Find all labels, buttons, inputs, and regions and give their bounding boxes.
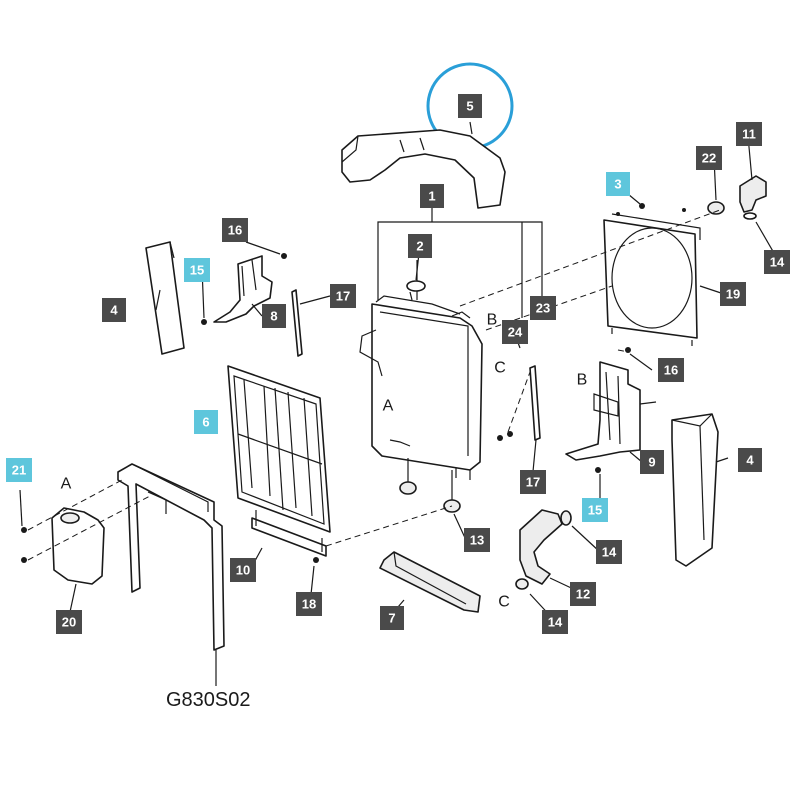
- callout-12: 12: [570, 582, 596, 606]
- svg-text:8: 8: [270, 309, 277, 324]
- marker-c-hose: C: [498, 594, 510, 611]
- callout-18: 18: [296, 592, 322, 616]
- callout-21: 21: [6, 458, 32, 482]
- callout-15-right: 15: [582, 498, 608, 522]
- callout-17-left: 17: [330, 284, 356, 308]
- part-fan-shroud: [603, 213, 701, 346]
- part-lower-seal: [379, 551, 481, 613]
- part-side-seal-right: [671, 413, 719, 567]
- svg-text:22: 22: [702, 151, 716, 166]
- marker-b-bracket: B: [577, 372, 588, 389]
- part-bracket-left: [213, 255, 273, 323]
- svg-text:15: 15: [190, 263, 204, 278]
- svg-text:12: 12: [576, 587, 590, 602]
- marker-a-radiator: A: [383, 398, 394, 415]
- svg-text:9: 9: [648, 455, 655, 470]
- callout-23: 23: [530, 296, 556, 320]
- svg-text:18: 18: [302, 597, 316, 612]
- svg-text:4: 4: [110, 303, 118, 318]
- callout-22: 22: [696, 146, 722, 170]
- callout-14-mid: 14: [596, 540, 622, 564]
- svg-text:1: 1: [428, 189, 435, 204]
- callout-13: 13: [464, 528, 490, 552]
- callout-4-left: 4: [102, 298, 126, 322]
- leader-lines-radiator: [377, 205, 543, 318]
- part-drain-caps: [399, 458, 461, 513]
- svg-text:23: 23: [536, 301, 550, 316]
- svg-text:24: 24: [508, 325, 523, 340]
- callout-20: 20: [56, 610, 82, 634]
- svg-text:20: 20: [62, 615, 76, 630]
- svg-text:14: 14: [548, 615, 563, 630]
- marker-a-reservoir: A: [61, 476, 72, 493]
- svg-text:5: 5: [466, 99, 473, 114]
- callout-1: 1: [420, 184, 444, 208]
- svg-text:11: 11: [742, 127, 756, 142]
- callout-16-right: 16: [658, 358, 684, 382]
- part-radiator: [359, 280, 483, 480]
- svg-text:13: 13: [470, 533, 484, 548]
- callout-16-left: 16: [222, 218, 248, 242]
- part-strip-right: [529, 365, 541, 441]
- svg-text:17: 17: [336, 289, 350, 304]
- callout-11: 11: [736, 122, 762, 146]
- part-reservoir-frame: [117, 463, 225, 651]
- marker-c-radiator: C: [494, 360, 506, 377]
- svg-text:16: 16: [664, 363, 678, 378]
- part-reservoir: [51, 507, 105, 585]
- part-lower-hose: [515, 509, 572, 590]
- callout-9: 9: [640, 450, 664, 474]
- callout-7: 7: [380, 606, 404, 630]
- svg-text:15: 15: [588, 503, 602, 518]
- svg-text:14: 14: [602, 545, 617, 560]
- part-bracket-right: [565, 361, 657, 461]
- callout-17-right: 17: [520, 470, 546, 494]
- callout-3: 3: [606, 172, 630, 196]
- callout-19: 19: [720, 282, 746, 306]
- callout-10: 10: [230, 558, 256, 582]
- callout-6: 6: [194, 410, 218, 434]
- marker-b-radiator: B: [487, 312, 498, 329]
- callout-4-right: 4: [738, 448, 762, 472]
- svg-text:10: 10: [236, 563, 250, 578]
- callout-14-bottom: 14: [542, 610, 568, 634]
- part-side-seal-left: [145, 241, 185, 355]
- part-clamp-upper: [707, 201, 725, 215]
- svg-text:2: 2: [416, 239, 423, 254]
- svg-text:4: 4: [746, 453, 754, 468]
- svg-text:21: 21: [12, 463, 26, 478]
- callout-5: 5: [458, 94, 482, 118]
- svg-text:14: 14: [770, 255, 785, 270]
- drawing-code: G830S02: [166, 689, 251, 711]
- part-bottom-bracket: [251, 510, 327, 557]
- svg-text:6: 6: [202, 415, 209, 430]
- part-grille: [227, 365, 331, 533]
- callout-2: 2: [408, 234, 432, 258]
- svg-text:3: 3: [614, 177, 621, 192]
- callout-15-left: 15: [184, 258, 210, 282]
- svg-text:19: 19: [726, 287, 740, 302]
- svg-text:17: 17: [526, 475, 540, 490]
- callout-14-top: 14: [764, 250, 790, 274]
- bolt-hardware: [21, 203, 686, 563]
- part-upper-shroud: [341, 129, 506, 209]
- svg-text:16: 16: [228, 223, 242, 238]
- svg-text:7: 7: [388, 611, 395, 626]
- callout-8: 8: [262, 304, 286, 328]
- callout-24: 24: [502, 320, 528, 344]
- part-strip-left: [291, 289, 303, 357]
- part-thermostat-elbow: [739, 175, 767, 220]
